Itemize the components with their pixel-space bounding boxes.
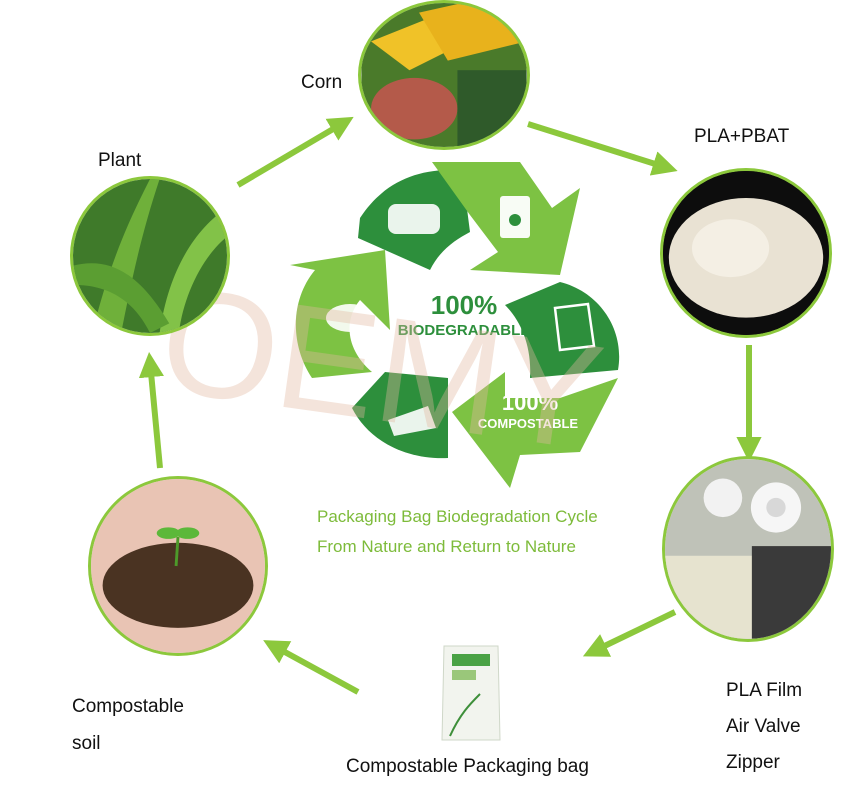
arrow-film-to-bag — [582, 609, 677, 657]
seedling-icon — [156, 527, 180, 539]
plant-photo-circle — [70, 176, 230, 336]
bag-label: Compostable Packaging bag — [346, 756, 589, 777]
corn-cobs-icon — [388, 204, 440, 234]
tagline-line-2: From Nature and Return to Nature — [317, 537, 576, 556]
badge-bottom-word: COMPOSTABLE — [478, 416, 578, 431]
pla-pbat-label: PLA+PBAT — [694, 126, 790, 147]
granules-icon — [326, 304, 374, 332]
recycle-mini-icon — [509, 214, 521, 226]
stand-up-pouch-icon — [441, 645, 501, 741]
soil-line-1: Compostable — [72, 696, 184, 717]
pla-film-label: PLA Film Air Valve Zipper — [726, 673, 802, 781]
arrow-plant-to-corn — [236, 116, 354, 188]
arrow-corn-to-pla — [527, 121, 678, 176]
tagline: Packaging Bag Biodegradation Cycle From … — [317, 502, 598, 562]
corn-photo — [361, 3, 527, 147]
soil-line-2: soil — [72, 733, 101, 754]
pla-film-line-3: Zipper — [726, 752, 780, 773]
packaging-bag-image — [440, 644, 502, 742]
pellets-photo — [663, 171, 829, 335]
badge-bottom-percent: 100% — [502, 390, 558, 415]
soil-icon — [388, 406, 436, 436]
plant-label: Plant — [98, 150, 142, 171]
bag-outline-icon — [553, 302, 596, 352]
corn-photo-circle — [358, 0, 530, 150]
pellets-photo-circle — [660, 168, 832, 338]
tagline-line-1: Packaging Bag Biodegradation Cycle — [317, 507, 598, 526]
arrow-bag-to-soil — [263, 640, 360, 695]
soil-photo-circle — [88, 476, 268, 656]
soil-label: Compostable soil — [72, 688, 184, 762]
soil-photo — [91, 479, 265, 653]
badge-top-percent: 100% — [431, 290, 498, 320]
arrow-soil-to-plant — [138, 351, 164, 469]
recycle-symbol — [290, 162, 620, 488]
pla-film-line-2: Air Valve — [726, 716, 801, 737]
corn-label: Corn — [301, 72, 343, 93]
recycle-segment-right-dark — [505, 282, 620, 378]
recycle-segment-bottom-dark — [352, 372, 448, 459]
film-photo-circle — [662, 456, 834, 642]
plant-photo — [73, 179, 227, 333]
badge-top-word: BIODEGRADABLE — [398, 322, 531, 339]
air-valve-icon — [703, 478, 743, 518]
film-photo — [665, 459, 831, 639]
recycle-segment-bottom-light — [452, 372, 618, 488]
pla-film-line-1: PLA Film — [726, 680, 803, 701]
